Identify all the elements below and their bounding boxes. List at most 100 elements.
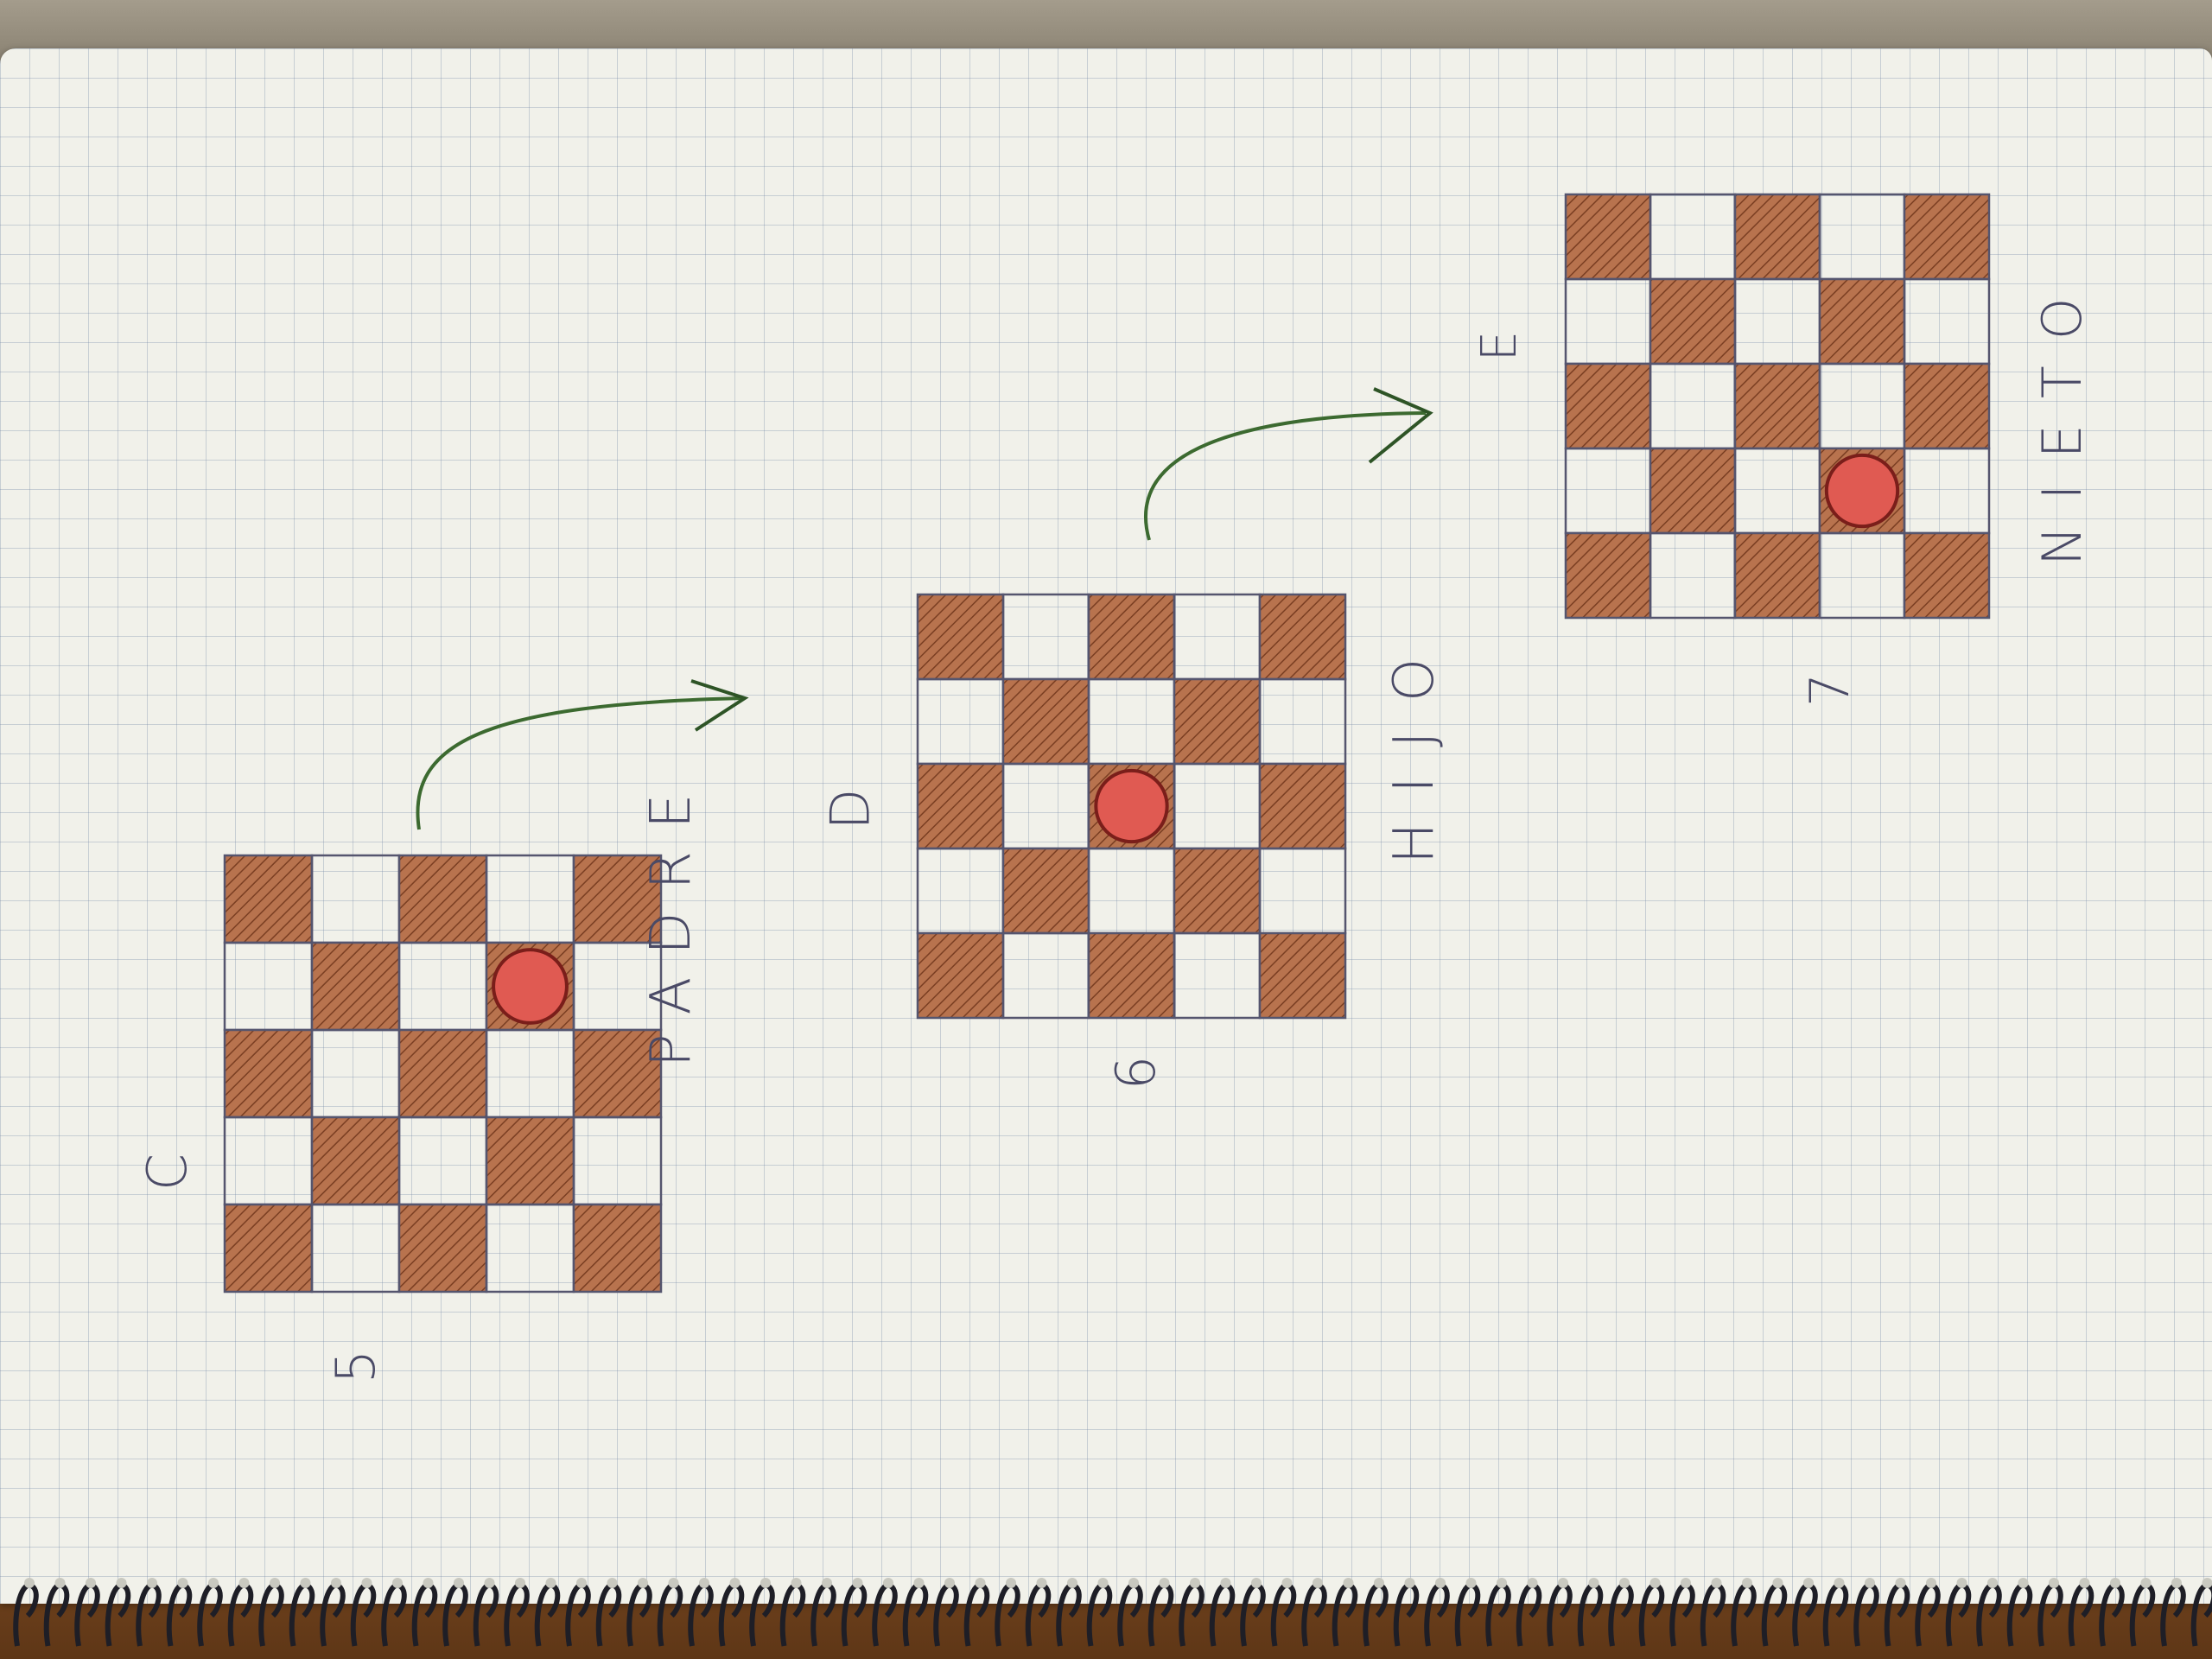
spiral-coil <box>1485 1582 1511 1647</box>
light-square <box>1001 931 1090 1020</box>
light-square <box>1173 931 1262 1020</box>
light-square <box>397 1116 488 1206</box>
light-square <box>1258 677 1347 766</box>
spiral-coil <box>1853 1582 1879 1647</box>
binding-hole <box>1159 1578 1170 1588</box>
dark-square <box>310 941 401 1032</box>
spiral-coil <box>1270 1582 1297 1647</box>
spiral-coil <box>1117 1582 1143 1647</box>
spiral-coil <box>227 1582 254 1647</box>
label-letter-nieto: E <box>1471 330 1529 362</box>
binding-hole <box>760 1578 771 1588</box>
spiral-coil <box>1393 1582 1420 1647</box>
binding-hole <box>576 1578 587 1588</box>
binding-hole <box>1558 1578 1568 1588</box>
light-square <box>1564 447 1652 535</box>
binding-hole <box>86 1578 96 1588</box>
light-square <box>1649 362 1737 450</box>
arrow-padre-to-hijo-head <box>690 679 749 732</box>
spiral-coil <box>473 1582 499 1647</box>
binding-hole <box>1681 1578 1691 1588</box>
binding-hole <box>1435 1578 1446 1588</box>
dark-square <box>916 931 1005 1020</box>
light-square <box>485 854 575 944</box>
binding-hole <box>1772 1578 1783 1588</box>
dark-square <box>1173 677 1262 766</box>
spiral-coil <box>534 1582 561 1647</box>
dark-square <box>1258 762 1347 850</box>
dark-square <box>916 593 1005 681</box>
dark-square <box>1564 193 1652 281</box>
dark-square <box>1903 531 1991 620</box>
spiral-coil <box>1915 1582 1941 1647</box>
binding-hole <box>1588 1578 1599 1588</box>
label-letter-hijo: D <box>818 788 882 830</box>
spiral-coil <box>749 1582 775 1647</box>
binding-hole <box>1465 1578 1477 1588</box>
binding-hole <box>1374 1578 1384 1588</box>
dark-square <box>572 854 663 944</box>
spiral-coil <box>1792 1582 1818 1647</box>
binding-hole <box>729 1578 741 1588</box>
binding-hole <box>1006 1578 1016 1588</box>
spiral-coil <box>872 1582 898 1647</box>
light-square <box>916 677 1005 766</box>
spiral-coil <box>1209 1582 1236 1647</box>
dark-square <box>485 1116 575 1206</box>
spiral-coil <box>1179 1582 1205 1647</box>
dark-square <box>223 1028 314 1119</box>
spiral-coil <box>902 1582 929 1647</box>
spiral-coil <box>1147 1582 1174 1647</box>
binding-hole <box>1313 1578 1323 1588</box>
binding-hole <box>1497 1578 1507 1588</box>
spiral-coil <box>1638 1582 1665 1647</box>
label-letter-padre: C <box>136 1153 200 1192</box>
spiral-coil <box>2099 1582 2125 1647</box>
dark-square <box>1649 277 1737 365</box>
spiral-coil <box>657 1582 683 1647</box>
dark-square <box>1258 931 1347 1020</box>
light-square <box>1818 531 1906 620</box>
dark-square <box>1087 931 1176 1020</box>
light-square <box>485 1028 575 1119</box>
light-square <box>1733 447 1821 535</box>
light-square <box>310 1028 401 1119</box>
spiral-coil <box>1945 1582 1972 1647</box>
spiral-coil <box>350 1582 377 1647</box>
dark-square <box>1001 847 1090 935</box>
binding-hole <box>1220 1578 1231 1588</box>
binding-hole <box>300 1578 311 1588</box>
binding-hole <box>2079 1578 2090 1588</box>
binding-hole <box>1926 1578 1936 1588</box>
spiral-coil <box>2006 1582 2033 1647</box>
label-word-hijo: HIJO <box>1382 628 1446 864</box>
board-padre <box>223 854 663 1294</box>
light-square <box>1649 531 1737 620</box>
label-word-padre: PADRE <box>639 771 703 1067</box>
binding-hole <box>1343 1578 1354 1588</box>
dark-square <box>1564 531 1652 620</box>
binding-hole <box>1281 1578 1293 1588</box>
board-hijo <box>916 593 1347 1020</box>
spiral-coil <box>688 1582 714 1647</box>
binding-hole <box>1803 1578 1814 1588</box>
spiral-coil <box>289 1582 315 1647</box>
binding-hole <box>361 1578 372 1588</box>
spiral-coil <box>2068 1582 2094 1647</box>
spiral-coil <box>595 1582 622 1647</box>
spiral-coil <box>1332 1582 1358 1647</box>
binding-hole <box>208 1578 219 1588</box>
binding-hole <box>2049 1578 2059 1588</box>
light-square <box>223 1116 314 1206</box>
spiral-coil <box>626 1582 652 1647</box>
spiral-coil <box>13 1582 39 1647</box>
label-number-hijo: 6 <box>1104 1055 1168 1090</box>
dark-square <box>1649 447 1737 535</box>
spiral-coil <box>1240 1582 1266 1647</box>
spiral-coil <box>779 1582 806 1647</box>
spiral-coil <box>2190 1582 2212 1647</box>
spiral-coil <box>1086 1582 1113 1647</box>
binding-hole <box>1987 1578 1998 1588</box>
light-square <box>1001 762 1090 850</box>
